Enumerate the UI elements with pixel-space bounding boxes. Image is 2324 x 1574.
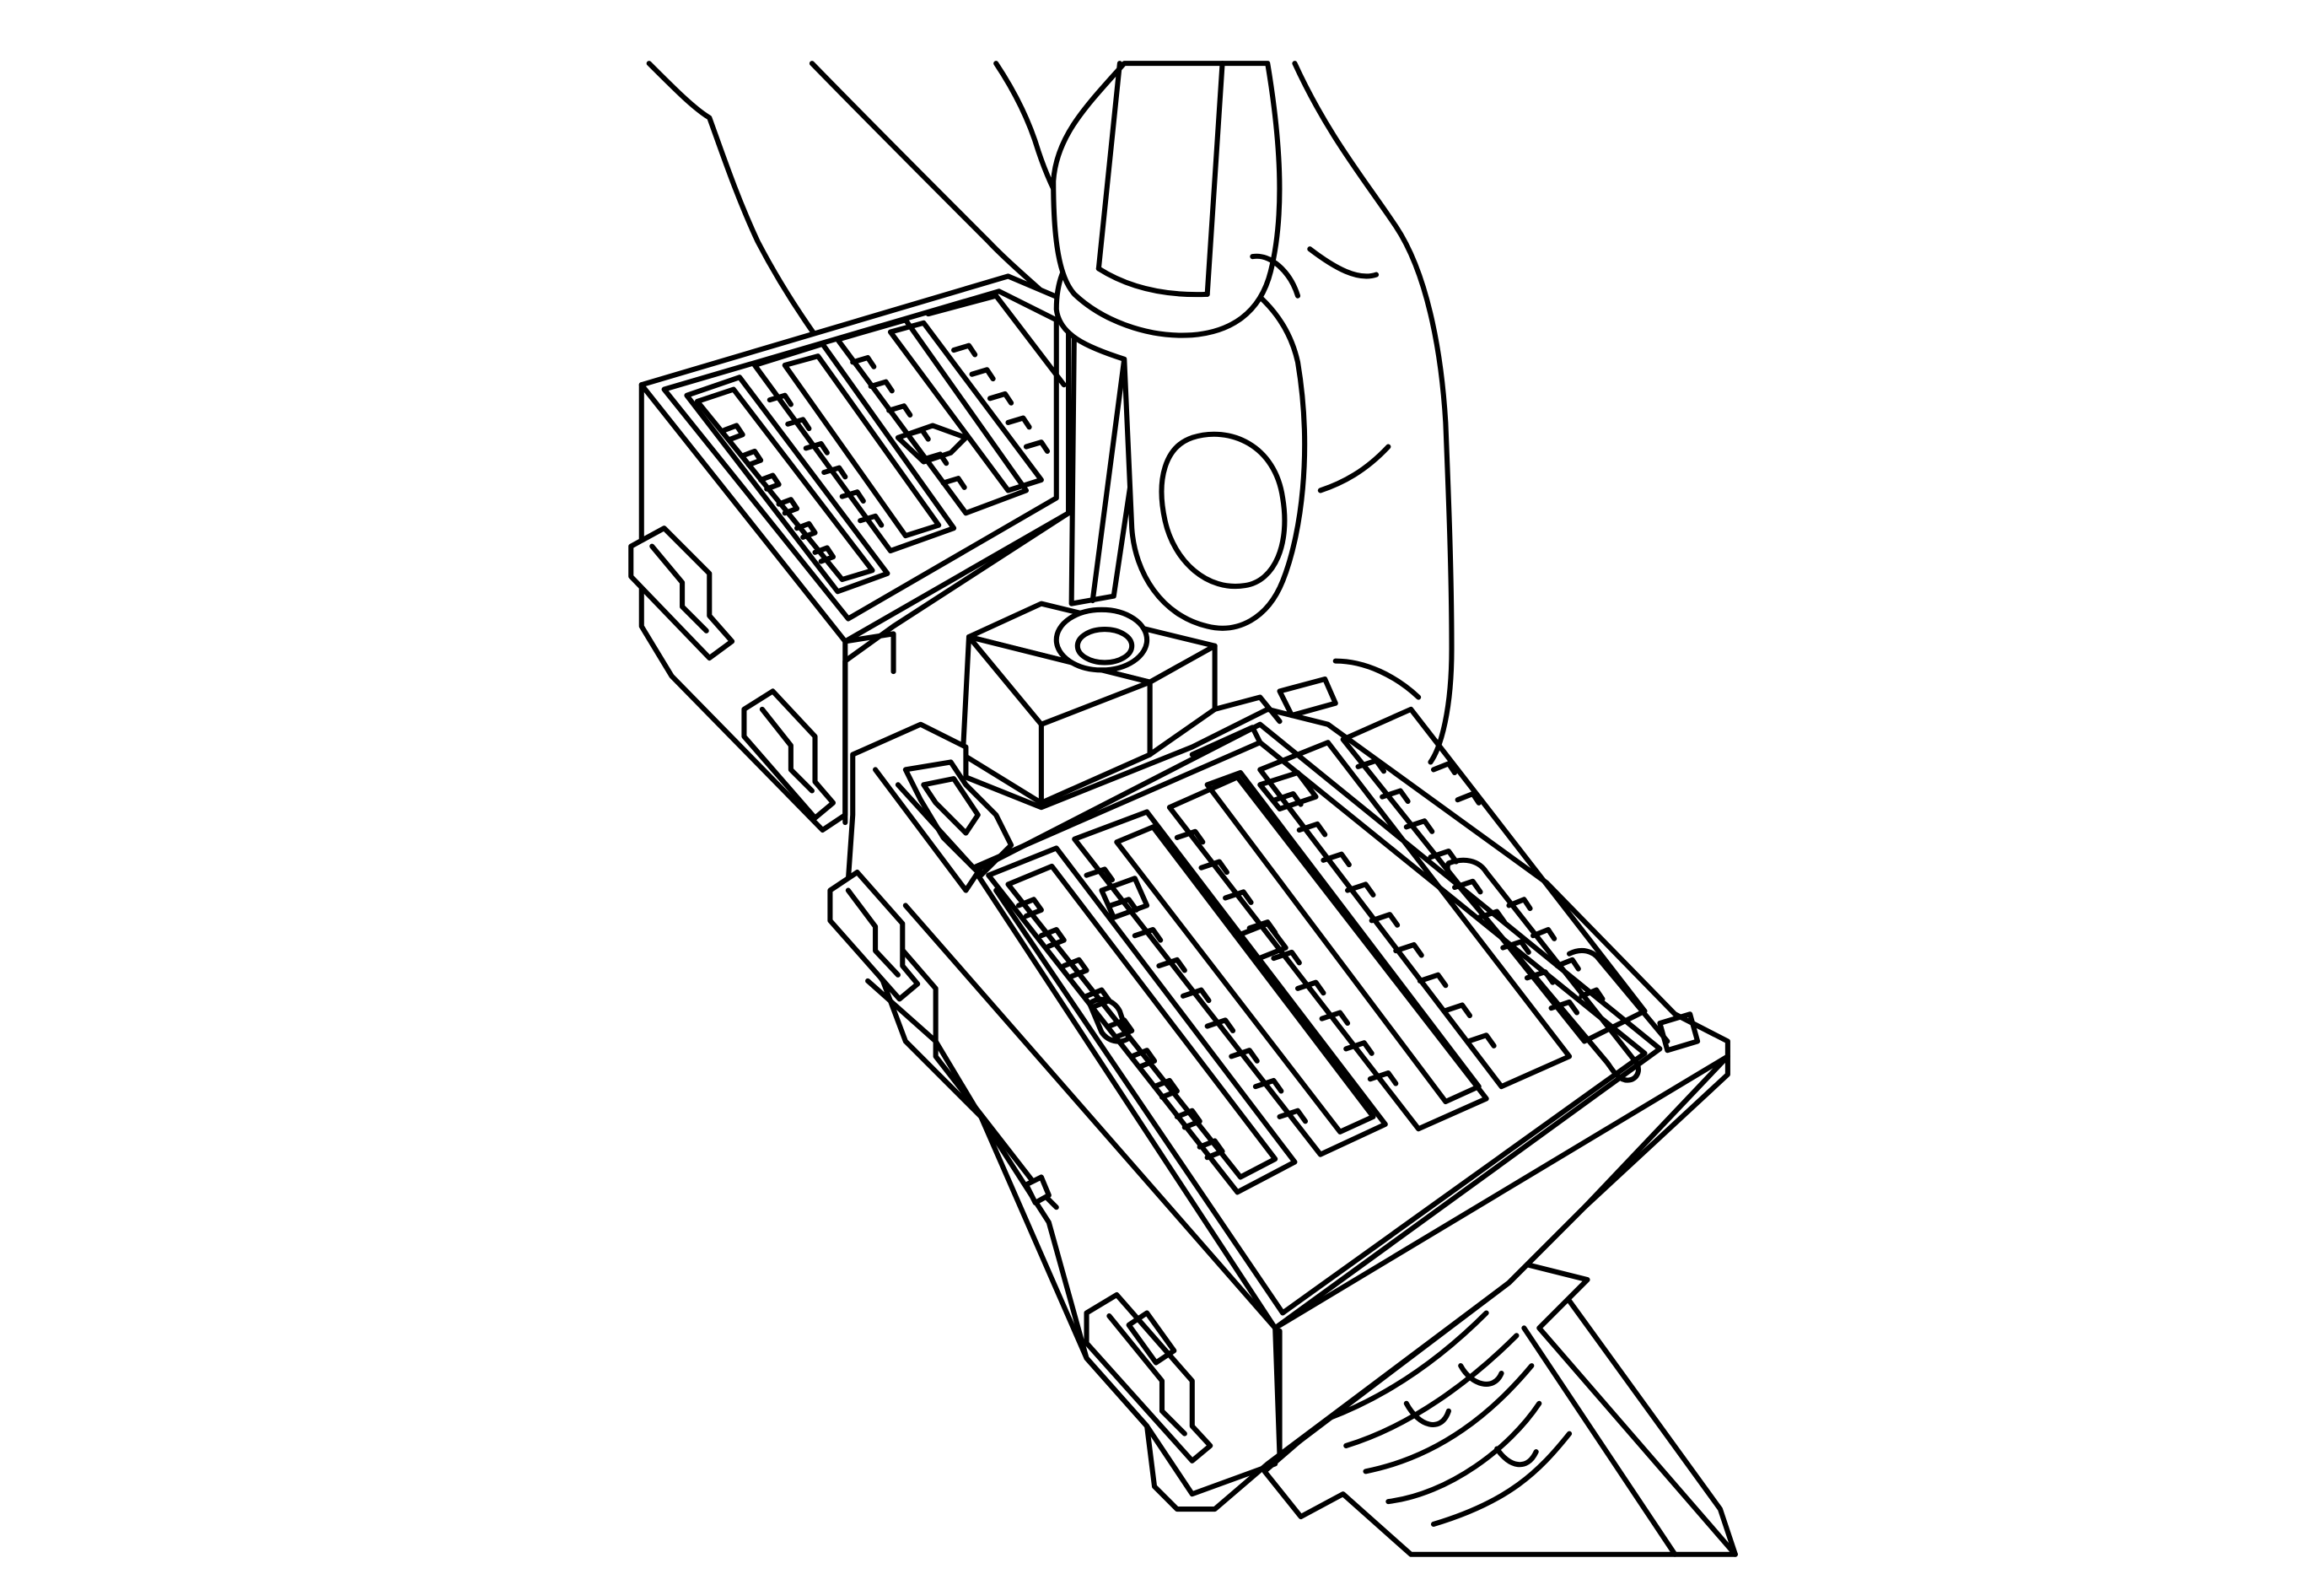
front-channel-3 xyxy=(1166,774,1489,1132)
rear-channel-3 xyxy=(835,317,1030,516)
rear-channel-4 xyxy=(925,293,1067,388)
front-channel-6 xyxy=(1444,857,1641,1083)
rear-latch-tab xyxy=(895,423,969,465)
screwdriver-handle-left xyxy=(1095,61,1122,272)
terminal-lock-cap xyxy=(960,601,1218,806)
front-block-side-upper xyxy=(902,903,1278,1331)
front-pin-row-4 xyxy=(1272,791,1497,1048)
ring-finger-outline xyxy=(1292,61,1455,765)
front-pin-row-2 xyxy=(1084,866,1309,1124)
knuckle-crease xyxy=(1307,246,1380,279)
front-latch-4 xyxy=(1099,876,1150,920)
front-latch-1 xyxy=(1087,996,1132,1044)
wire-strands xyxy=(1325,1310,1573,1528)
screwdriver-handle-right xyxy=(1204,61,1225,297)
wire-harness xyxy=(1262,1257,1738,1557)
index-finger-outline xyxy=(646,61,818,338)
rear-pin-row-2 xyxy=(767,392,885,528)
front-side-clip-lower-slot xyxy=(1106,1313,1187,1437)
hand xyxy=(646,61,1455,765)
front-side-clip-upper-slot xyxy=(845,887,901,978)
rear-side-clip-lower-slot xyxy=(759,706,815,794)
palm-outline xyxy=(809,61,1059,308)
front-channel-3-slot xyxy=(1204,769,1482,1105)
thumbnail xyxy=(1159,431,1288,590)
rear-connector-block xyxy=(628,273,1072,833)
wire-strand-loops xyxy=(1403,1363,1539,1468)
harness-sleeve xyxy=(1521,1298,1738,1557)
front-side-clip-lower xyxy=(1084,1291,1213,1463)
rear-channel-1-inner xyxy=(694,386,875,583)
front-pin-row-1 xyxy=(1015,897,1225,1161)
front-channel-1-inner xyxy=(1005,863,1278,1180)
rear-pin-row-4 xyxy=(951,342,1051,454)
cap-hole-inner xyxy=(1074,627,1135,666)
finger-over-screwdriver xyxy=(1051,61,1283,338)
rear-side-clip-upper-slot xyxy=(649,543,709,633)
front-block-cap-cavity xyxy=(902,759,1014,878)
rear-channel-2-inner xyxy=(782,353,942,539)
front-channel-2 xyxy=(1072,809,1388,1157)
front-connector-block xyxy=(827,676,1730,1512)
front-channel-2-slot xyxy=(1114,824,1376,1135)
front-block-side-nub xyxy=(1023,1174,1052,1205)
front-latch-2 xyxy=(1235,920,1288,962)
screwdriver-and-thumb xyxy=(1051,61,1308,631)
front-side-clip-lower-inner xyxy=(1126,1310,1177,1366)
rear-channel-1 xyxy=(684,375,890,595)
palm-lower-edge xyxy=(1332,658,1422,700)
fingertip-crease xyxy=(1250,253,1301,299)
front-latch-3 xyxy=(1257,769,1319,811)
rear-pin-row-1 xyxy=(722,423,837,564)
cap-front-edge xyxy=(966,633,1153,806)
cap-seat-lip xyxy=(1189,694,1283,757)
screwdriver-handle-mid xyxy=(1095,266,1210,298)
rear-channel-3-inner xyxy=(887,320,1044,493)
palm-crease xyxy=(1317,444,1391,493)
front-pin-row-5 xyxy=(1355,757,1580,1016)
front-channel-7 xyxy=(1567,947,1670,1044)
front-pin-row-6 xyxy=(1430,761,1606,1002)
rear-block-step xyxy=(842,631,896,675)
front-block-small-window xyxy=(1277,676,1338,719)
front-latch-5 xyxy=(1657,1011,1701,1054)
front-block-cap-cavity-inner xyxy=(921,776,981,836)
rear-channel-2 xyxy=(751,341,957,554)
